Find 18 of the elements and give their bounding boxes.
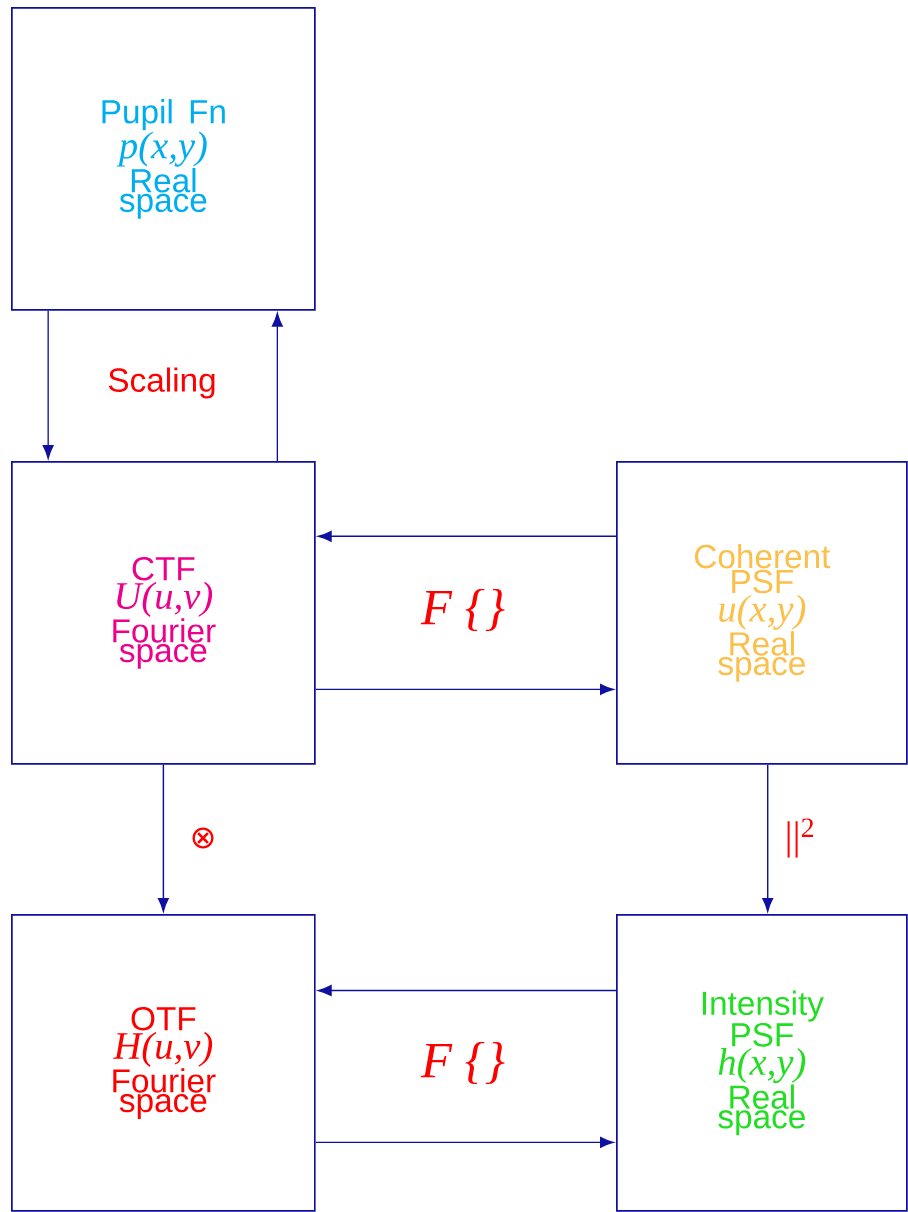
text-label: Scaling bbox=[108, 367, 215, 399]
edge-label: ⊗ bbox=[188, 826, 218, 850]
box: Coherent PSF u(x,y) Real space bbox=[616, 461, 908, 765]
box: Pupil Fn p(x,y) Real space bbox=[11, 7, 316, 311]
arrow bbox=[315, 683, 614, 695]
edge-label: ||$^{2}$ bbox=[783, 817, 817, 859]
arrow bbox=[315, 1136, 614, 1148]
arrow bbox=[318, 530, 617, 542]
box: CTF U(u,v) Fourier space bbox=[11, 461, 316, 765]
box: OTF H(u,v) Fourier space bbox=[11, 914, 316, 1212]
box: Intensity PSF h(x,y) Real space bbox=[616, 914, 908, 1212]
arrow bbox=[42, 310, 54, 459]
arrow bbox=[762, 764, 774, 912]
arrow bbox=[157, 764, 169, 912]
operator-label: F {} bbox=[420, 589, 505, 631]
arrow bbox=[317, 985, 617, 997]
arrow bbox=[271, 312, 283, 462]
operator-label: F {} bbox=[420, 1042, 505, 1084]
